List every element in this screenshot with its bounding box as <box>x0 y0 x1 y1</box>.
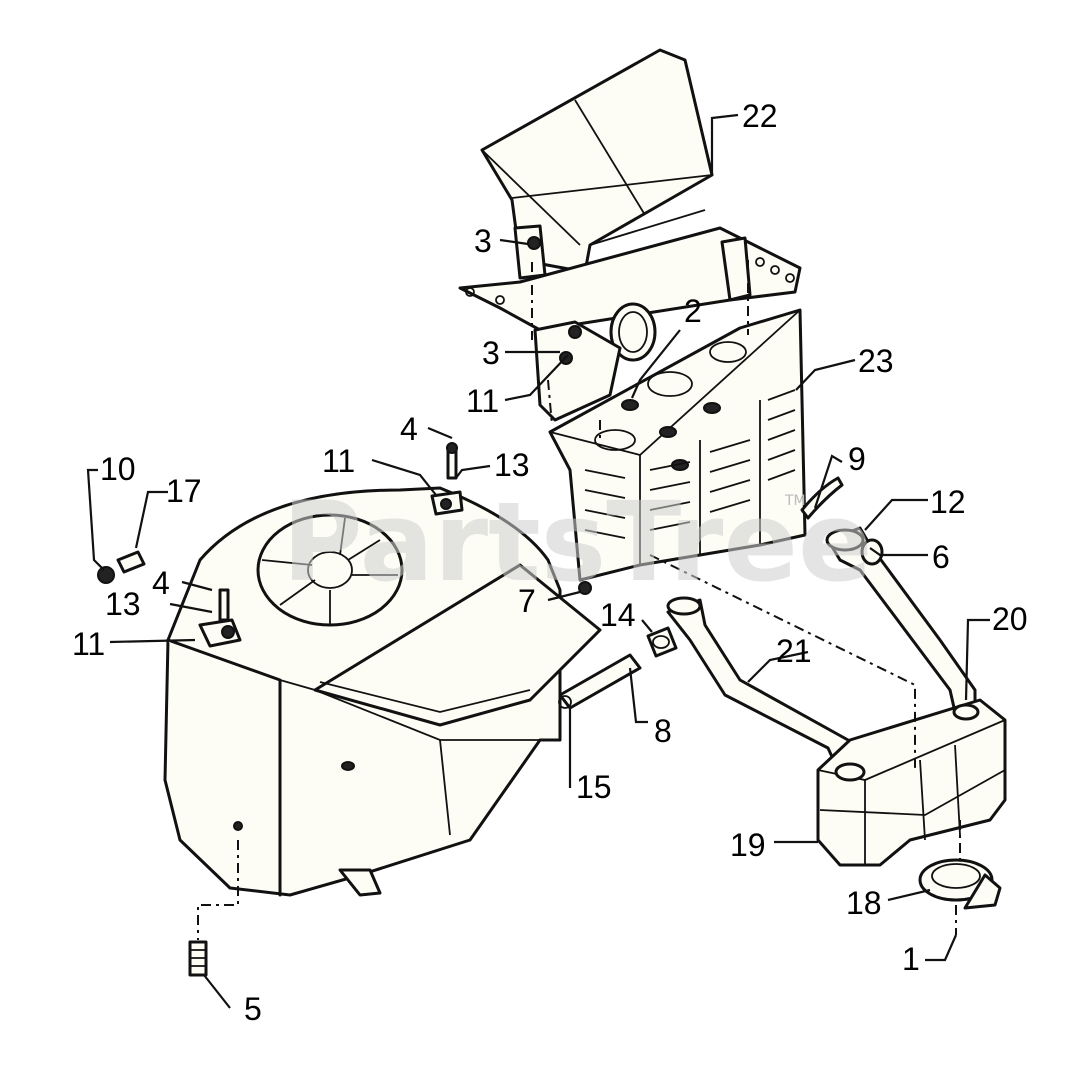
watermark-text: PartsTree <box>282 478 873 606</box>
part-15-rod <box>558 653 642 710</box>
part-14-bushing <box>646 626 678 658</box>
label-20: 20 <box>992 601 1028 637</box>
label-8: 8 <box>654 713 672 749</box>
part-4b-bolt <box>218 588 230 622</box>
label-11c: 11 <box>72 626 105 662</box>
guard-louvers <box>584 389 796 539</box>
assembly-lines <box>197 260 961 940</box>
part-7-screw <box>578 581 592 595</box>
callout-labels: 22 3 3 2 23 11 4 11 13 10 17 9 12 6 4 13… <box>72 98 1028 1027</box>
label-11a: 11 <box>466 383 499 419</box>
part-11c-clip <box>198 618 242 648</box>
watermark-tm: TM <box>784 493 806 509</box>
part-23-muffler-guard <box>533 308 807 582</box>
label-7: 7 <box>518 583 536 619</box>
label-4b: 4 <box>152 565 170 601</box>
label-10: 10 <box>100 451 136 487</box>
part-11b-clip <box>430 490 464 516</box>
label-22: 22 <box>742 98 778 134</box>
part-5-stud <box>188 940 208 977</box>
part-17-spacer <box>116 550 146 574</box>
label-23: 23 <box>858 343 894 379</box>
label-3a: 3 <box>474 223 492 259</box>
label-9: 9 <box>848 441 866 477</box>
label-17: 17 <box>166 473 202 509</box>
part-2-gasket <box>609 302 657 362</box>
label-1: 1 <box>902 941 920 977</box>
part-9-gasket <box>800 476 844 520</box>
part-18-clamp <box>918 858 1002 910</box>
part-22-heat-shield <box>480 48 714 274</box>
label-13b: 13 <box>105 586 141 622</box>
label-13a: 13 <box>494 447 530 483</box>
label-3b: 3 <box>482 335 500 371</box>
part-10-nut <box>97 566 115 584</box>
label-2: 2 <box>684 293 702 329</box>
part-20-exhaust-pipe <box>825 526 977 714</box>
label-18: 18 <box>846 885 882 921</box>
part-19-muffler <box>816 698 1007 867</box>
part-21-exhaust-pipe <box>666 596 862 772</box>
label-4a: 4 <box>400 411 418 447</box>
label-12: 12 <box>930 484 966 520</box>
part-4a-bolt <box>446 442 458 480</box>
label-19: 19 <box>730 827 766 863</box>
label-15: 15 <box>576 769 612 805</box>
watermark: PartsTree TM <box>282 478 873 606</box>
label-6: 6 <box>932 539 950 575</box>
engine-blower-housing <box>163 486 602 897</box>
leader-lines <box>86 113 990 1009</box>
label-21: 21 <box>776 633 812 669</box>
label-14: 14 <box>600 597 636 633</box>
label-11b: 11 <box>322 443 355 479</box>
label-5: 5 <box>244 991 262 1027</box>
